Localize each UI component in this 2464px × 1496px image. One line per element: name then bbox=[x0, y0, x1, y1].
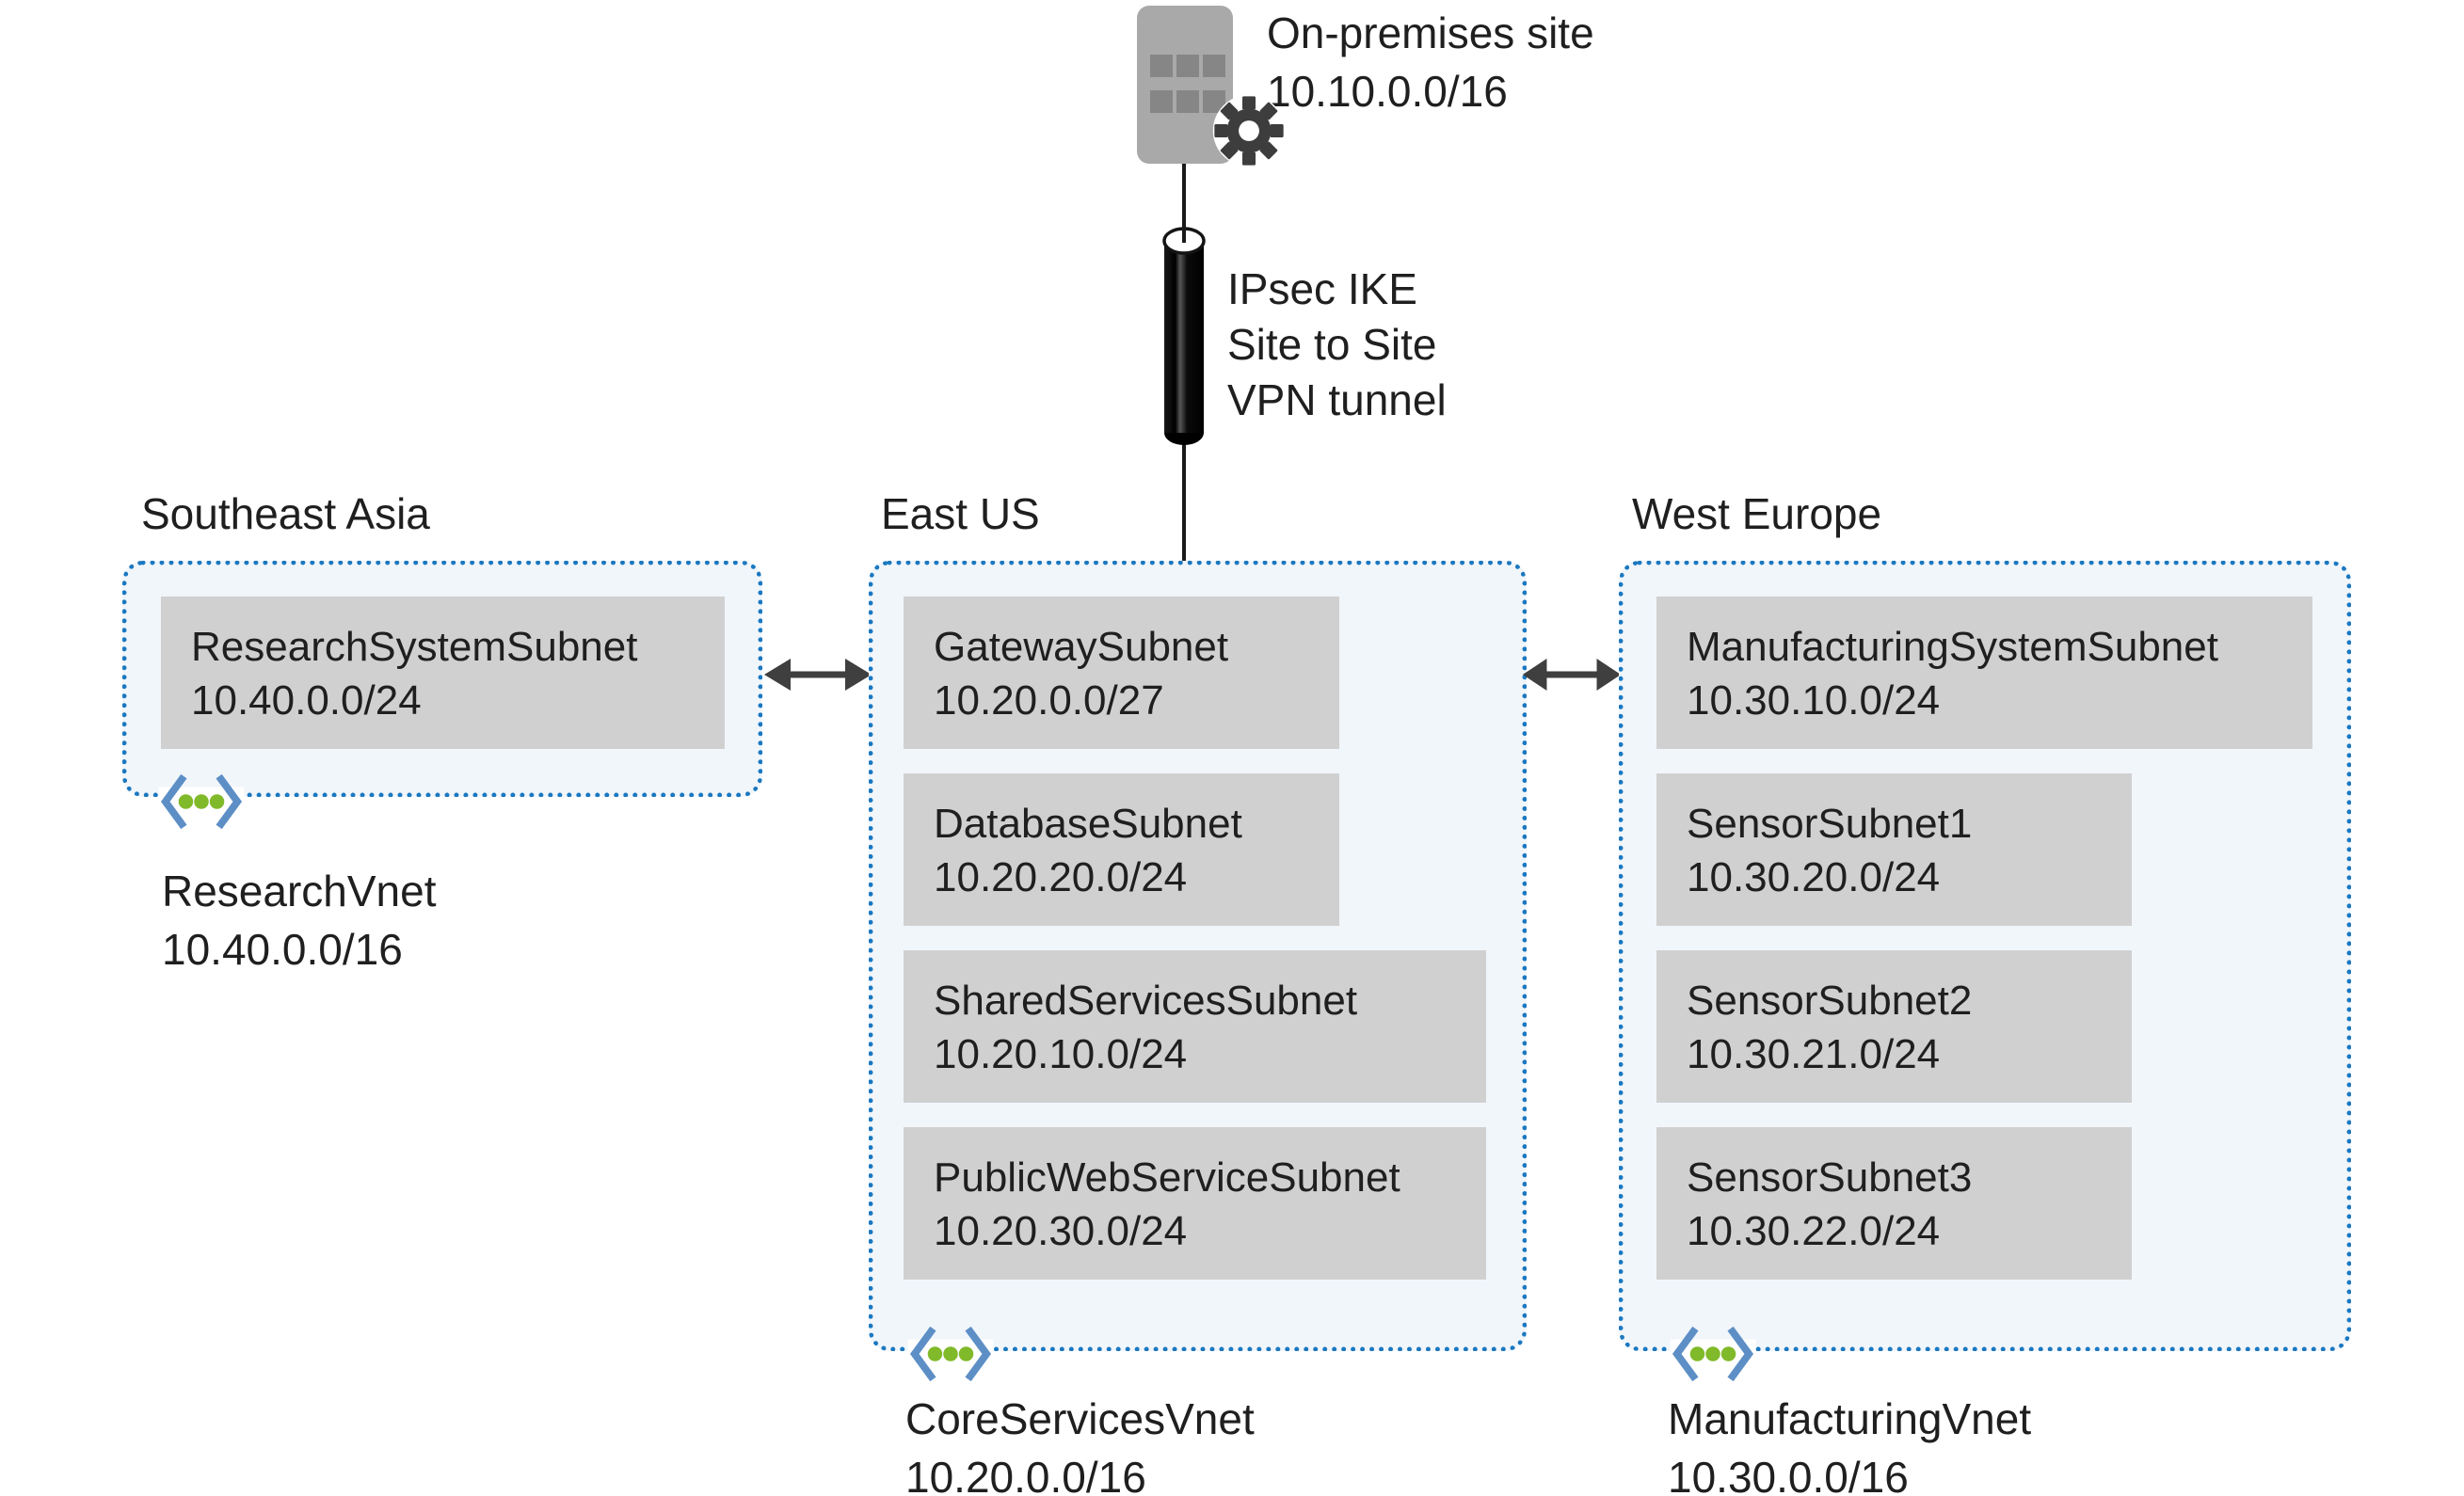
subnet-box: GatewaySubnet 10.20.0.0/27 bbox=[904, 597, 1339, 749]
vnet-cidr: 10.40.0.0/16 bbox=[162, 925, 403, 974]
subnet-box: ManufacturingSystemSubnet 10.30.10.0/24 bbox=[1656, 597, 2312, 749]
subnet-cidr: 10.20.30.0/24 bbox=[934, 1208, 1188, 1254]
region-title: West Europe bbox=[1632, 489, 1882, 538]
subnet-box: DatabaseSubnet 10.20.20.0/24 bbox=[904, 773, 1339, 926]
vpn-tunnel-label: IPsec IKE Site to Site VPN tunnel bbox=[1227, 262, 1447, 428]
gear-icon bbox=[1212, 94, 1286, 167]
vnet-icon bbox=[907, 1326, 994, 1382]
vnet-icon bbox=[1670, 1326, 1756, 1382]
subnet-name: SensorSubnet3 bbox=[1687, 1154, 1973, 1201]
subnet-name: ResearchSystemSubnet bbox=[191, 624, 638, 670]
vpn-tunnel-icon bbox=[1162, 227, 1206, 445]
subnet-name: ManufacturingSystemSubnet bbox=[1687, 624, 2218, 670]
subnet-cidr: 10.40.0.0/24 bbox=[191, 677, 422, 724]
vnet-label: CoreServicesVnet 10.20.0.0/16 bbox=[905, 1390, 1255, 1496]
on-premises-building-icon bbox=[1137, 6, 1233, 164]
subnet-box: SensorSubnet2 10.30.21.0/24 bbox=[1656, 950, 2132, 1103]
vnet-cidr: 10.20.0.0/16 bbox=[905, 1453, 1146, 1496]
vnet-icon bbox=[158, 773, 245, 830]
region-title: East US bbox=[881, 489, 1040, 538]
subnet-name: SharedServicesSubnet bbox=[934, 978, 1358, 1024]
on-premises-title: On-premises site bbox=[1267, 8, 1594, 57]
vnet-name: ResearchVnet bbox=[162, 867, 437, 915]
subnet-name: SensorSubnet1 bbox=[1687, 801, 1973, 847]
vpn-tunnel-label-line2: Site to Site bbox=[1227, 320, 1437, 369]
vpn-tunnel-label-line3: VPN tunnel bbox=[1227, 375, 1447, 424]
vpn-tunnel-label-line1: IPsec IKE bbox=[1227, 264, 1417, 313]
subnet-box: SharedServicesSubnet 10.20.10.0/24 bbox=[904, 950, 1486, 1103]
peering-arrow-icon bbox=[1522, 659, 1622, 691]
subnet-name: GatewaySubnet bbox=[934, 624, 1229, 670]
subnet-box: PublicWebServiceSubnet 10.20.30.0/24 bbox=[904, 1127, 1486, 1280]
vnet-cidr: 10.30.0.0/16 bbox=[1668, 1453, 1909, 1496]
vnet-label: ManufacturingVnet 10.30.0.0/16 bbox=[1668, 1390, 2031, 1496]
subnet-cidr: 10.20.0.0/27 bbox=[934, 677, 1164, 724]
peering-arrow-icon bbox=[764, 659, 872, 691]
subnet-cidr: 10.30.10.0/24 bbox=[1687, 677, 1941, 724]
subnet-name: DatabaseSubnet bbox=[934, 801, 1242, 847]
vnet-name: ManufacturingVnet bbox=[1668, 1394, 2032, 1443]
subnet-box: SensorSubnet3 10.30.22.0/24 bbox=[1656, 1127, 2132, 1280]
subnet-cidr: 10.30.21.0/24 bbox=[1687, 1031, 1941, 1077]
subnet-cidr: 10.30.20.0/24 bbox=[1687, 854, 1941, 900]
vnet-name: CoreServicesVnet bbox=[905, 1394, 1255, 1443]
vnet-label: ResearchVnet 10.40.0.0/16 bbox=[162, 862, 437, 979]
subnet-cidr: 10.30.22.0/24 bbox=[1687, 1208, 1941, 1254]
region-title: Southeast Asia bbox=[141, 489, 430, 538]
vpn-connector-line-top bbox=[1182, 164, 1186, 243]
vpn-connector-line-bottom bbox=[1182, 431, 1186, 561]
subnet-name: SensorSubnet2 bbox=[1687, 978, 1973, 1024]
subnet-box: SensorSubnet1 10.30.20.0/24 bbox=[1656, 773, 2132, 926]
subnet-cidr: 10.20.10.0/24 bbox=[934, 1031, 1188, 1077]
subnet-box: ResearchSystemSubnet 10.40.0.0/24 bbox=[161, 597, 725, 749]
on-premises-cidr: 10.10.0.0/16 bbox=[1267, 67, 1508, 116]
subnet-cidr: 10.20.20.0/24 bbox=[934, 854, 1188, 900]
subnet-name: PublicWebServiceSubnet bbox=[934, 1154, 1400, 1201]
on-premises-label: On-premises site 10.10.0.0/16 bbox=[1267, 4, 1594, 120]
